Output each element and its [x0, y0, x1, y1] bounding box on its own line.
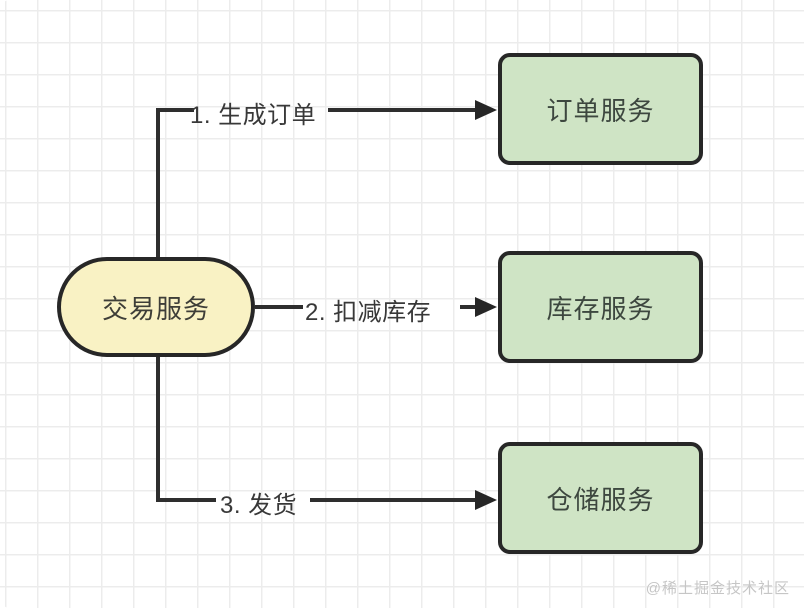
- edge-2-arrowhead-icon: [475, 297, 497, 317]
- warehouse-service-node: 仓储服务: [498, 442, 703, 554]
- edge-1-label: 1. 生成订单: [190, 102, 317, 129]
- edge-2-horizontal-line: [460, 305, 478, 309]
- trade-service-node: 交易服务: [57, 257, 255, 357]
- edge-3-label: 3. 发货: [220, 492, 298, 519]
- edge-1-vertical-line: [156, 108, 160, 259]
- edge-3-arrowhead-icon: [475, 490, 497, 510]
- inventory-service-node: 库存服务: [498, 251, 703, 363]
- inventory-service-label: 库存服务: [546, 293, 655, 324]
- edge-1-horizontal-line: [328, 108, 478, 112]
- watermark-text: @稀土掘金技术社区: [645, 580, 790, 597]
- trade-service-label: 交易服务: [101, 293, 210, 324]
- order-service-label: 订单服务: [546, 95, 655, 126]
- edge-1-horizontal-stub: [156, 108, 194, 112]
- edge-3-vertical-line: [156, 355, 160, 502]
- edge-3-horizontal-line: [310, 498, 478, 502]
- order-service-node: 订单服务: [498, 53, 703, 165]
- edge-2-horizontal-stub: [255, 305, 303, 309]
- edge-2-label: 2. 扣减库存: [305, 299, 432, 326]
- edge-1-arrowhead-icon: [475, 100, 497, 120]
- warehouse-service-label: 仓储服务: [546, 484, 655, 515]
- edge-3-horizontal-stub: [156, 498, 216, 502]
